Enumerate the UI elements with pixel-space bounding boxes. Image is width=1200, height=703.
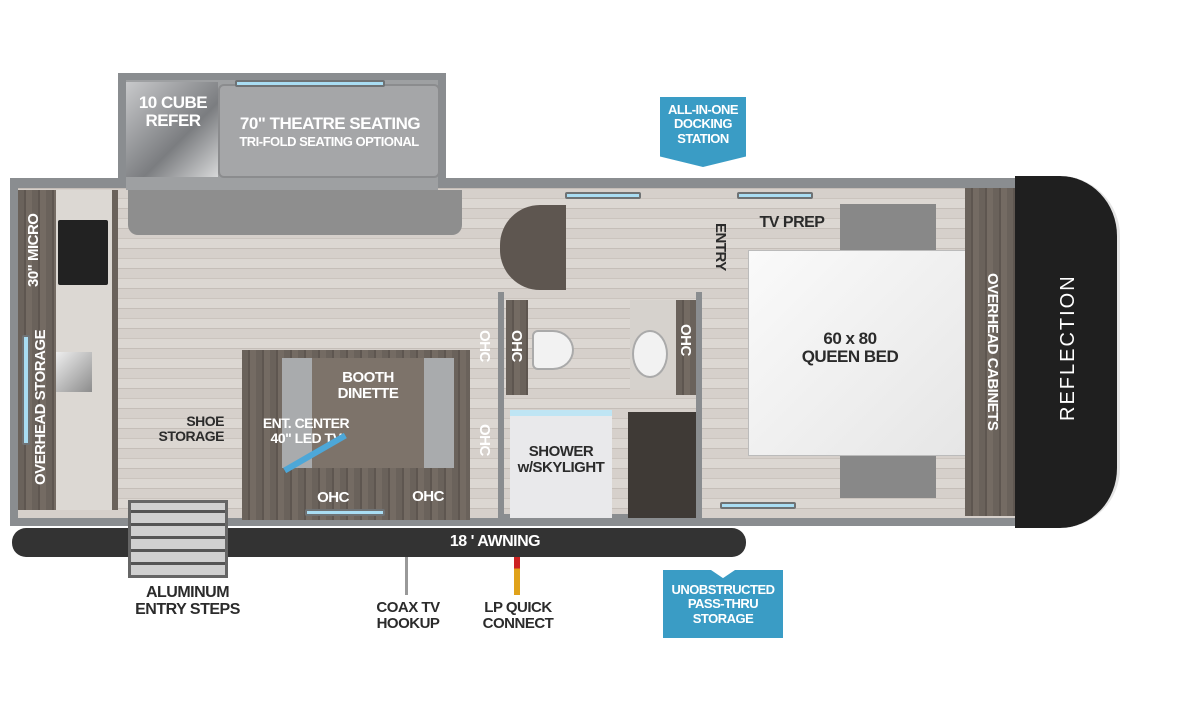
ohc-label: OHC <box>412 488 444 505</box>
ohc-label: OHC <box>475 424 493 456</box>
toilet-icon <box>532 330 574 370</box>
bath-cabinet <box>676 300 696 395</box>
dinette-bench <box>424 358 454 468</box>
booth-dinette-label: BOOTH DINETTE <box>337 369 399 402</box>
bath-sink-basin <box>632 330 668 378</box>
entry-label: ENTRY <box>711 223 729 271</box>
brand-logo: REFLECTION <box>1057 274 1079 421</box>
ohc-label: OHC <box>475 330 493 362</box>
shower-label: SHOWER w/SKYLIGHT <box>517 443 605 476</box>
bed-label: 60 x 80 QUEEN BED <box>801 329 899 366</box>
pass-thru-storage-callout: UNOBSTRUCTED PASS-THRU STORAGE <box>663 570 783 638</box>
docking-station-callout: ALL-IN-ONE DOCKING STATION <box>660 97 746 167</box>
lp-fitting <box>514 557 520 595</box>
awning <box>12 528 746 557</box>
refer-label: 10 CUBE REFER <box>138 93 208 130</box>
coax-label: COAX TV HOOKUP <box>376 599 440 632</box>
docking-station-text: ALL-IN-ONE DOCKING STATION <box>667 102 739 146</box>
overhead-cabinets-label: OVERHEAD CABINETS <box>983 273 1001 431</box>
bath-cabinet <box>506 300 528 395</box>
stove <box>58 220 108 285</box>
ohc-label: OHC <box>507 330 525 362</box>
tv-prep-label: TV PREP <box>759 214 825 231</box>
ohc-label: OHC <box>317 489 349 506</box>
ent-center-label: ENT. CENTER 40" LED TV <box>262 415 350 446</box>
queen-bed <box>748 250 966 456</box>
theatre-seating-label: 70" THEATRE SEATING <box>239 114 421 133</box>
shower <box>510 410 612 518</box>
window <box>565 192 641 199</box>
steps-label: ALUMINUM ENTRY STEPS <box>135 584 240 618</box>
dinette-table <box>312 358 424 468</box>
lp-label: LP QUICK CONNECT <box>482 599 554 632</box>
window <box>737 192 813 199</box>
coax-cable <box>405 557 408 595</box>
window <box>720 502 796 509</box>
awning-label: 18 ' AWNING <box>449 533 541 550</box>
sink <box>56 352 92 392</box>
nightstand <box>840 452 936 498</box>
tri-fold-label: TRI-FOLD SEATING OPTIONAL <box>239 134 419 149</box>
front-cap <box>1015 176 1120 528</box>
refrigerator <box>126 82 218 177</box>
shoe-storage-label: SHOE STORAGE <box>158 413 225 444</box>
shoe-closet <box>628 412 696 518</box>
micro-label: 30" MICRO <box>25 213 42 287</box>
wardrobe <box>500 205 566 290</box>
window <box>305 509 385 516</box>
pass-thru-text: UNOBSTRUCTED PASS-THRU STORAGE <box>671 582 775 626</box>
carpet <box>128 190 462 235</box>
window <box>22 335 30 445</box>
ohc-label: OHC <box>676 324 694 356</box>
dinette-bench <box>282 358 312 468</box>
nightstand <box>840 204 936 252</box>
entry-steps <box>128 500 228 578</box>
overhead-storage-label: OVERHEAD STORAGE <box>32 329 49 486</box>
overhead-cabinets <box>965 188 1017 516</box>
window <box>235 80 385 87</box>
